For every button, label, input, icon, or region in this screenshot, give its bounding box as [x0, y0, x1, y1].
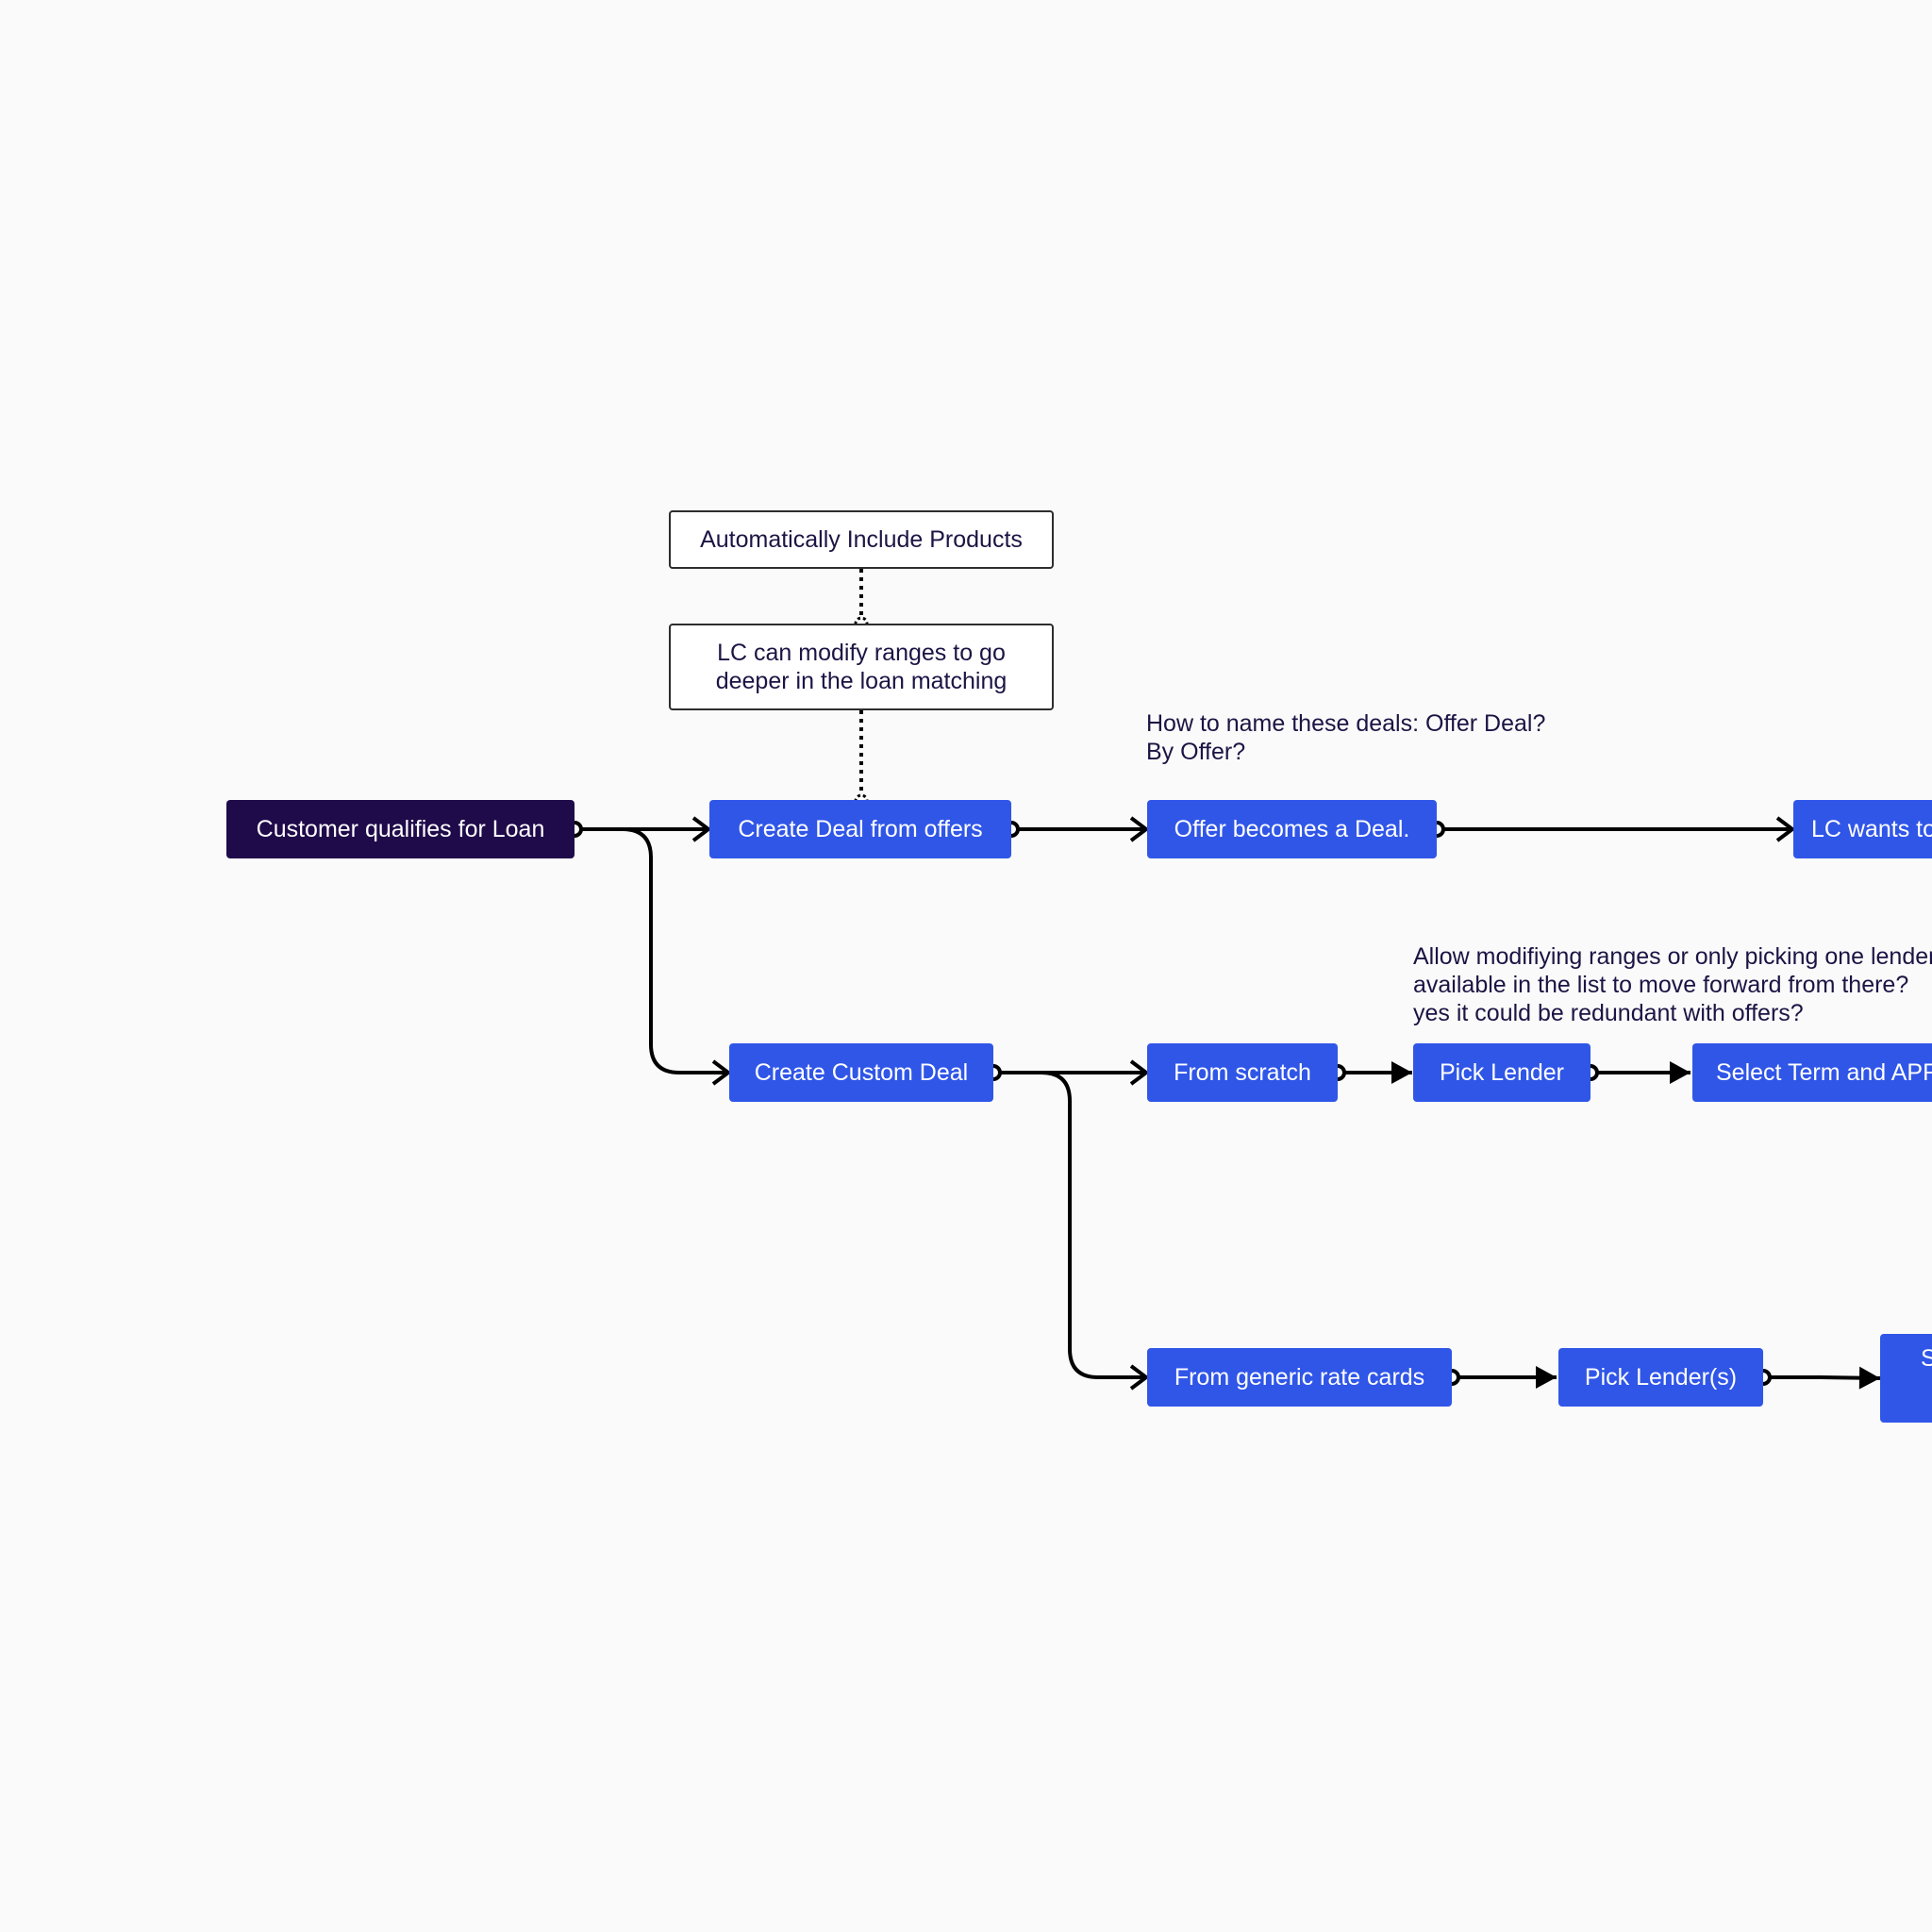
node-from-scratch[interactable]: From scratch — [1147, 1043, 1338, 1102]
node-label: Customer qualifies for Loan — [256, 815, 545, 842]
node-offer-becomes-deal[interactable]: Offer becomes a Deal. — [1147, 800, 1437, 858]
note-allow-modifying[interactable]: Allow modifiying ranges or only picking … — [1413, 943, 1932, 1026]
node-label: Select Term and APR — [1716, 1058, 1932, 1086]
node-pick-lenders[interactable]: Pick Lender(s) — [1558, 1348, 1763, 1407]
node-select-term[interactable]: Select Term and APR — [1692, 1043, 1932, 1102]
node-label: Automatically Include Products — [700, 526, 1023, 553]
node-lc-wants-to[interactable]: LC wants to — [1793, 800, 1932, 858]
node-label: Create Custom Deal — [754, 1058, 969, 1086]
node-label: Offer becomes a Deal. — [1174, 815, 1410, 842]
node-label: Create Deal from offers — [738, 815, 983, 842]
node-s-box[interactable]: S — [1880, 1334, 1932, 1423]
node-label: From generic rate cards — [1174, 1363, 1425, 1391]
node-label: LC wants to — [1811, 815, 1932, 842]
node-customer-qualifies[interactable]: Customer qualifies for Loan — [226, 800, 575, 858]
node-label: Pick Lender(s) — [1584, 1363, 1738, 1391]
node-label: From scratch — [1174, 1058, 1311, 1086]
connector-customer-to-custom-deal[interactable] — [575, 827, 728, 1073]
node-label: Pick Lender — [1439, 1058, 1565, 1086]
node-label: LC can modify ranges to go deeper in the… — [715, 640, 1008, 694]
node-create-custom-deal[interactable]: Create Custom Deal — [729, 1043, 993, 1102]
node-auto-include-products[interactable]: Automatically Include Products — [669, 510, 1054, 569]
node-from-generic-rate-cards[interactable]: From generic rate cards — [1147, 1348, 1452, 1407]
connector-pick-lenders-to-s-box[interactable] — [1763, 1366, 1881, 1390]
connector-custom-deal-to-generic-rate-cards[interactable] — [993, 1071, 1146, 1377]
note-deal-naming[interactable]: How to name these deals: Offer Deal? By … — [1146, 710, 1546, 765]
node-label: S — [1921, 1345, 1932, 1372]
node-create-deal-from-offers[interactable]: Create Deal from offers — [709, 800, 1011, 858]
node-lc-modify-ranges[interactable]: LC can modify ranges to go deeper in the… — [669, 624, 1054, 710]
node-pick-lender[interactable]: Pick Lender — [1413, 1043, 1591, 1102]
